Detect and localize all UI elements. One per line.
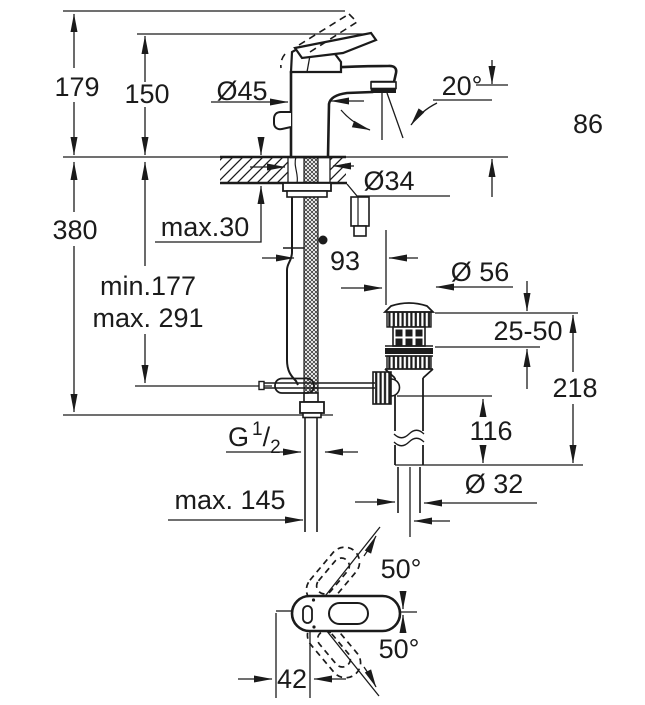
pipe-break-symbol: [393, 429, 425, 439]
handle-top-view: [290, 546, 402, 679]
thread-sub: 2: [270, 437, 281, 458]
dim-handle-42: 42: [277, 664, 307, 694]
dim-rod-max-291: max. 291: [92, 303, 203, 333]
dimension-labels: 179 150 Ø45 20° 86 380 max.30 Ø34 min.17…: [52, 71, 603, 694]
dim-height-179: 179: [54, 72, 99, 102]
hose-clip-dot: [318, 235, 328, 245]
deck-hatch-left: [220, 157, 288, 183]
dim-deck-thickness-max30: max.30: [161, 212, 250, 242]
dim-spout-angle-20: 20°: [442, 71, 483, 101]
pull-rod: [286, 197, 299, 386]
dim-body-diameter-45: Ø45: [216, 76, 267, 106]
waste-cap: [382, 302, 436, 313]
mounting-assembly: [258, 156, 375, 532]
handle-raised-dashed: [280, 13, 358, 69]
thread-sup: 1: [252, 419, 263, 440]
mounting-bracket: [350, 196, 370, 227]
handle-lever: [293, 31, 378, 60]
hose-connection-nut: [299, 401, 325, 414]
dim-waste-range-25-50: 25-50: [493, 316, 562, 346]
pop-up-waste: [372, 302, 436, 513]
dim-rod-min-177: min.177: [100, 271, 196, 301]
dim-waste-diameter-56: Ø 56: [451, 257, 510, 287]
dim-spout-height-86: 86: [573, 109, 603, 139]
mounting-locknut: [282, 182, 332, 192]
lever-rod-loop: [274, 377, 315, 394]
deck-hatch-right: [330, 157, 346, 183]
spray-line-angled: [386, 92, 404, 139]
dim-height-150: 150: [124, 79, 169, 109]
dim-pipe-diameter-32: Ø 32: [465, 469, 524, 499]
pull-rod-knob: [273, 111, 292, 131]
thread-slash: /: [263, 422, 271, 452]
dim-waste-height-218: 218: [552, 373, 597, 403]
aerator: [370, 81, 397, 90]
dim-swing-lower-50: 50°: [379, 634, 420, 664]
faucet-side-view: [273, 13, 404, 159]
dim-swing-upper-50: 50°: [381, 554, 422, 584]
handle-plan-slot: [328, 602, 369, 625]
rod-tee-nut: [372, 371, 392, 405]
dim-offset-93: 93: [330, 246, 360, 276]
dim-hole-diameter-34: Ø34: [363, 166, 414, 196]
dim-reach-max-145: max. 145: [174, 485, 285, 515]
dim-depth-380: 380: [52, 215, 97, 245]
thread-g: G: [228, 422, 249, 452]
dim-tailpipe-116: 116: [469, 416, 512, 446]
